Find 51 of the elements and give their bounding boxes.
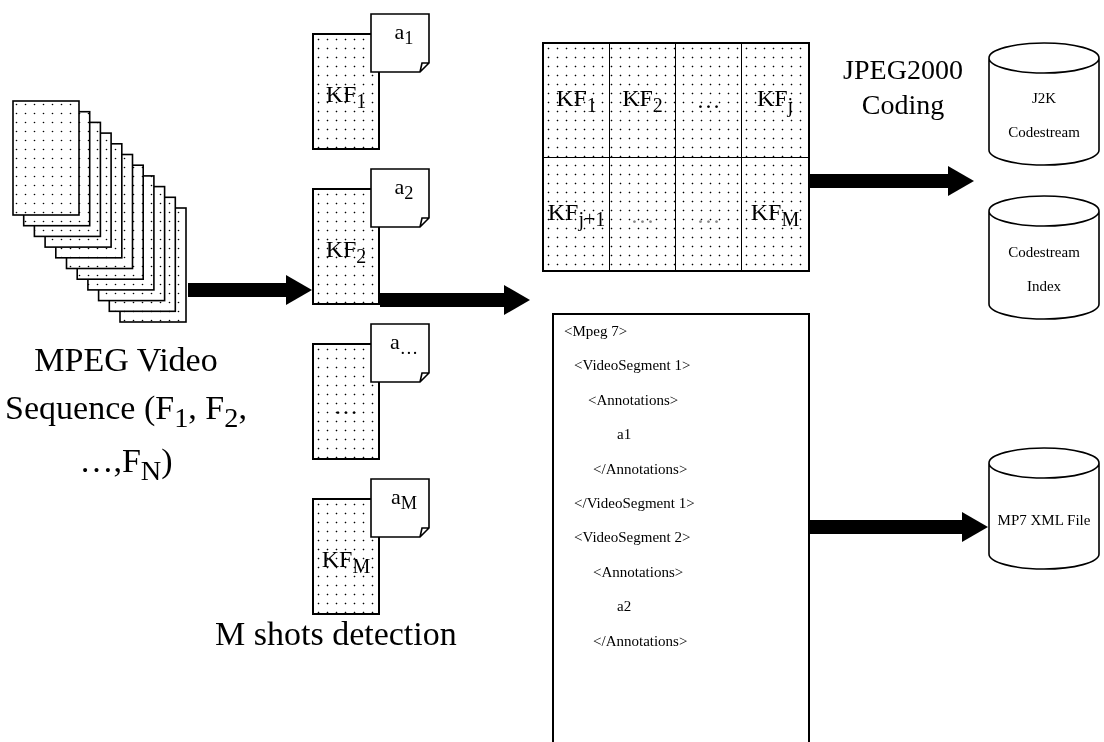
xml-line: a2 [617, 598, 632, 616]
xml-line: </Annotations> [593, 632, 688, 650]
xml-line: a1 [617, 426, 632, 444]
annotation-note [370, 478, 430, 538]
tile-label: … [630, 201, 655, 229]
keyframe-page [312, 343, 380, 460]
xml-line: <Annotations> [588, 391, 679, 409]
storage-label: Codestream Index [1008, 243, 1080, 294]
keyframe-page [312, 188, 380, 305]
database-cylinder [988, 447, 1100, 570]
mosaic-tile [544, 44, 610, 158]
tile-label: KF$_{1}$ [556, 84, 597, 117]
caption: M shots detection [215, 615, 457, 653]
keyframe-label: KF$_{1}$ [325, 80, 367, 113]
tile-label: KF$_{j}$ [756, 84, 794, 117]
mosaic-tile [610, 44, 676, 158]
tile-label: KF$_{M}$ [750, 199, 800, 231]
annotation-note [370, 323, 430, 383]
annotation-label: a$_{M}$ [390, 484, 418, 509]
xml-line: <VideoSegment 1> [574, 357, 691, 375]
keyframe-label: KF$_{M}$ [321, 545, 371, 578]
annotation-label: a$_{…}$ [389, 329, 419, 354]
xml-listing-panel [552, 313, 810, 742]
tile-label: … [696, 201, 721, 229]
database-cylinder [988, 42, 1100, 166]
block-arrow [188, 275, 312, 305]
tile-label: KF$_{2}$ [622, 84, 663, 117]
storage-label: J2K Codestream [1008, 90, 1080, 140]
database-cylinder [988, 195, 1100, 320]
block-arrow [380, 285, 530, 315]
annotation-note [370, 13, 430, 73]
annotation-note [370, 168, 430, 228]
keyframe-label: KF$_{2}$ [325, 235, 367, 268]
mosaic-tile [676, 44, 742, 158]
block-arrow [810, 166, 974, 196]
annotation-label: a$_{2}$ [394, 174, 414, 199]
tile-label: KF$_{j+1}$ [547, 199, 606, 231]
xml-line: <Annotations> [593, 563, 684, 581]
xml-line: <VideoSegment 2> [574, 529, 691, 547]
node-label: MPEG Video Sequence (F$_{1}$, F$_{2}$, …,F$_{N}$) [4, 340, 248, 488]
frame-stack-drawing [12, 100, 188, 324]
xml-line: </Annotations> [593, 460, 688, 478]
annotation-label: a$_{1}$ [394, 19, 414, 44]
xml-line: <Mpeg 7> [564, 323, 628, 340]
storage-label: MP7 XML File [997, 511, 1091, 528]
keyframe-page [312, 33, 380, 150]
tile-label: … [696, 87, 721, 114]
block-arrow [810, 512, 988, 542]
keyframe-mosaic [542, 42, 810, 272]
keyframe-page [312, 498, 380, 615]
xml-line: </VideoSegment 1> [574, 495, 695, 512]
